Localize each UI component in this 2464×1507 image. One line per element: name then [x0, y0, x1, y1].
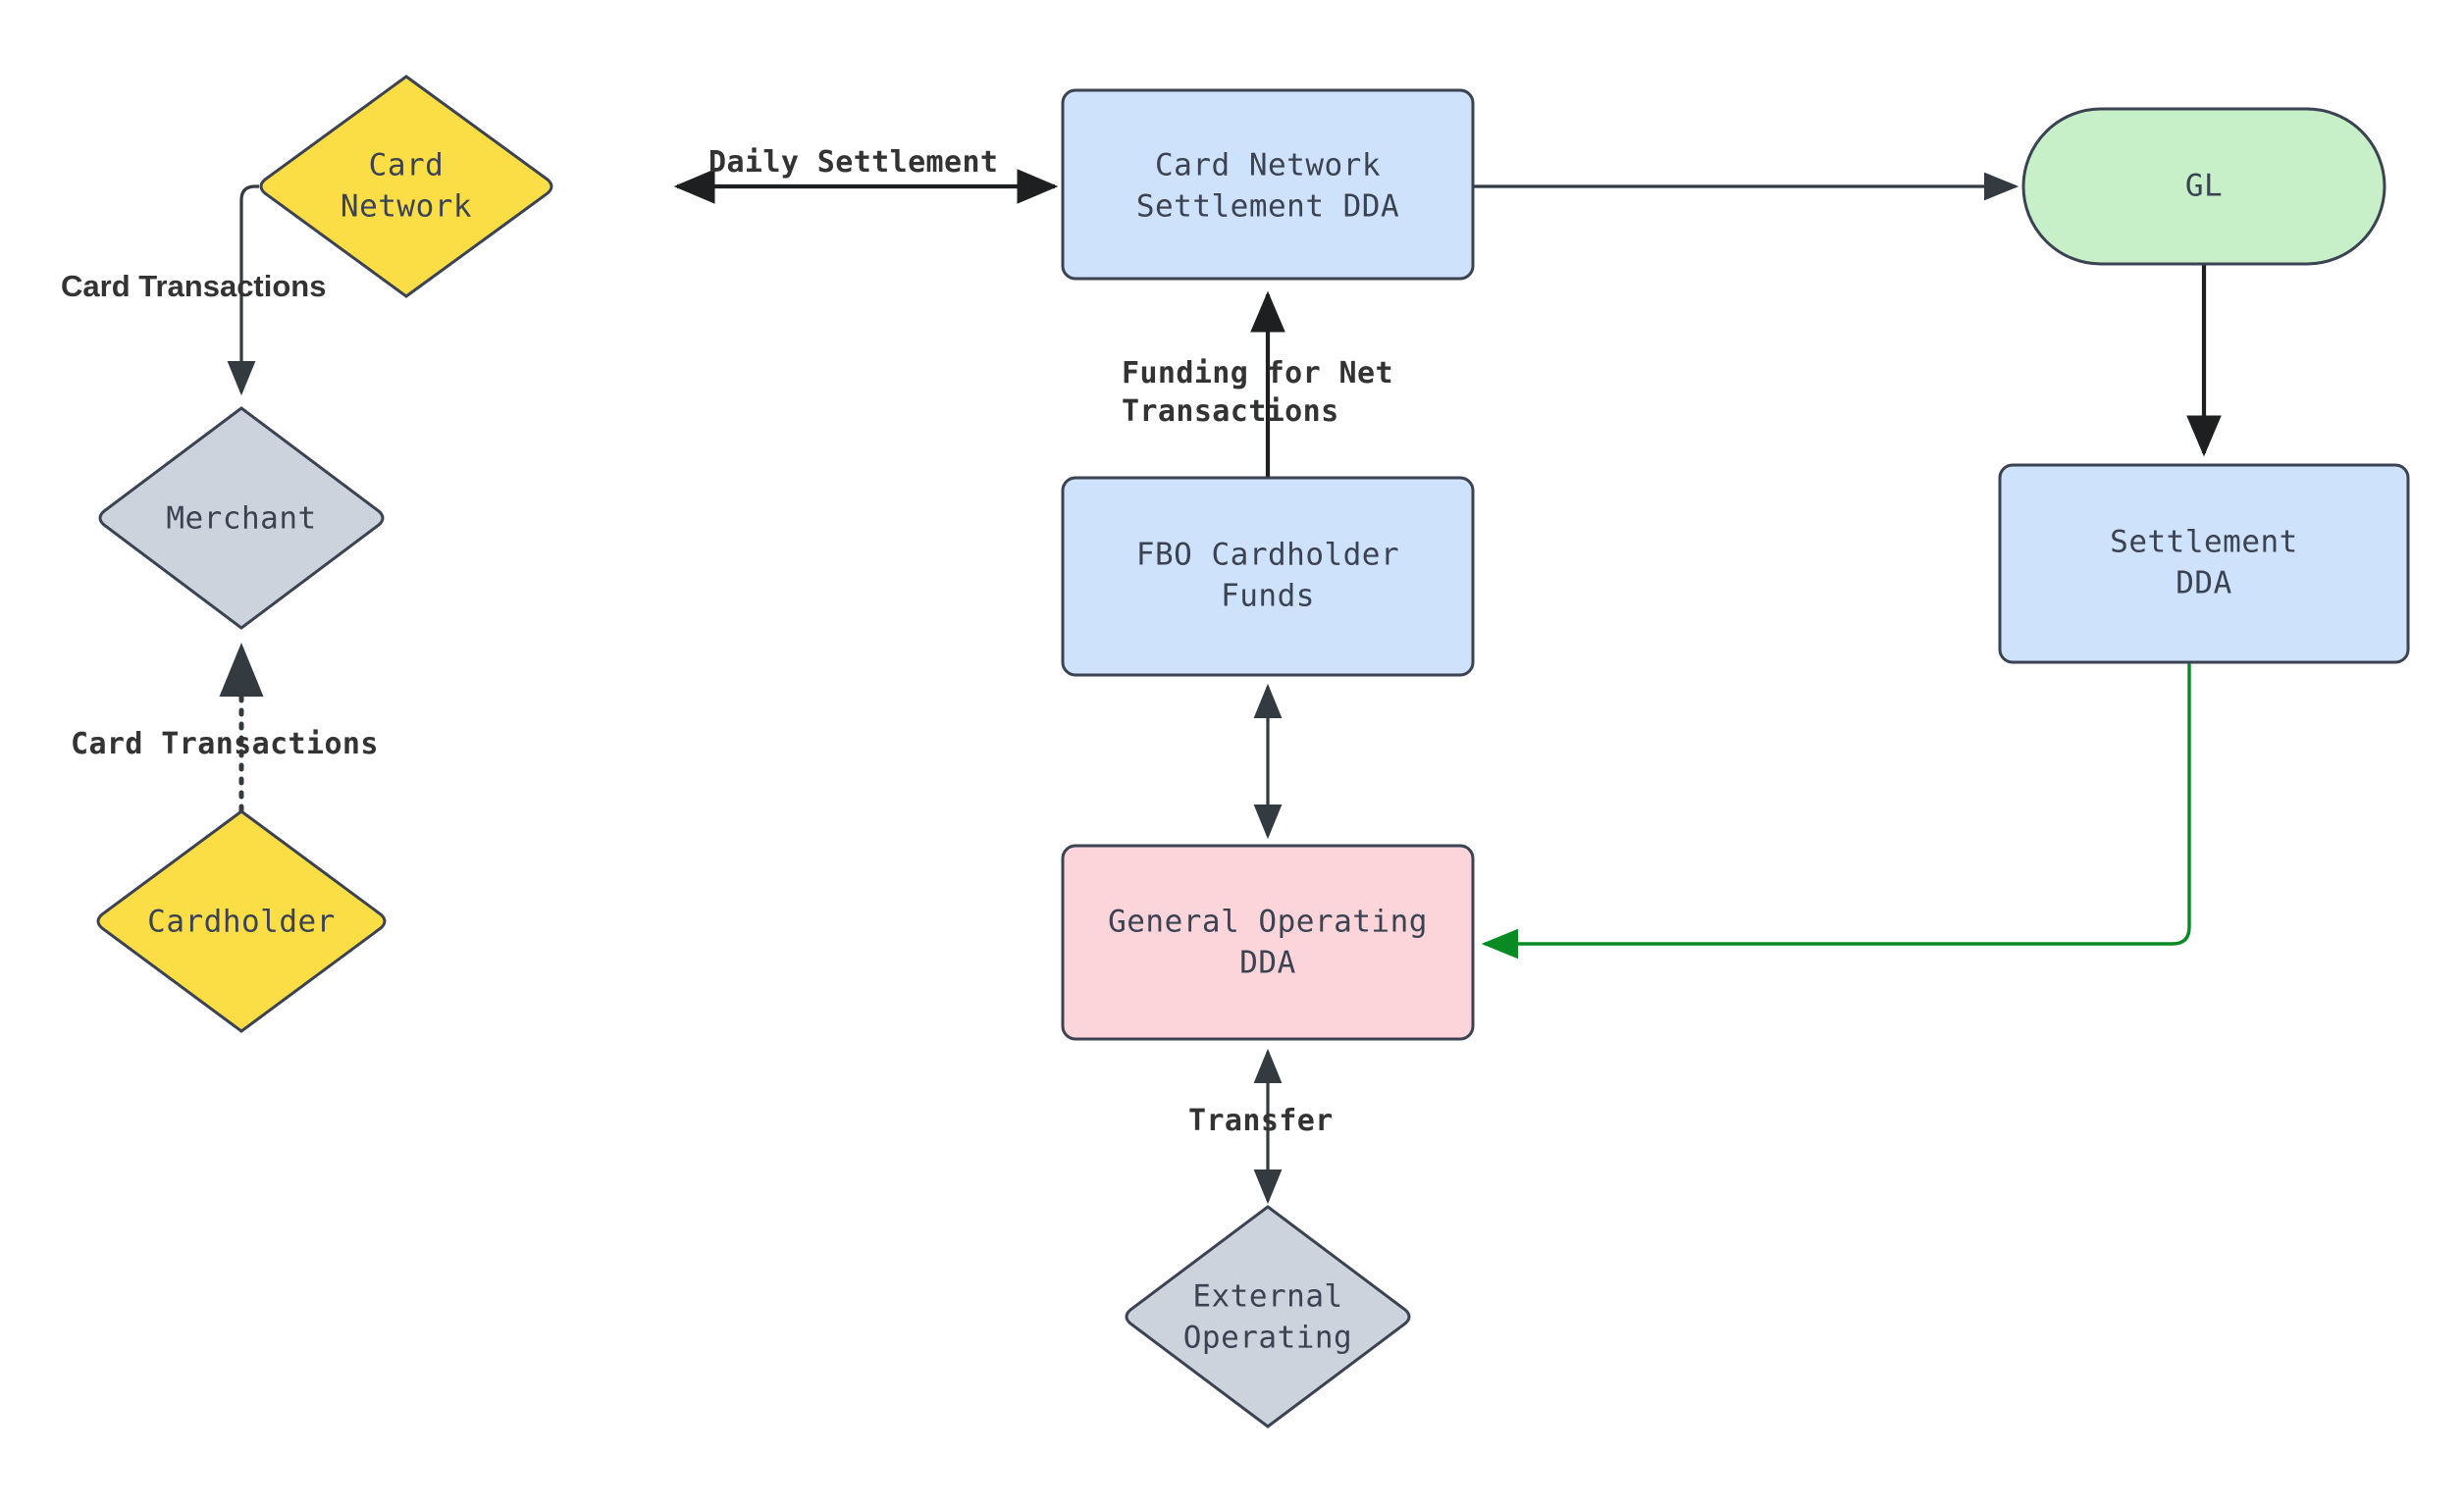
card-network-settlement-dda-label-line2: Settlement DDA [1136, 189, 1399, 225]
edge-cardholder-to-merchant: Card Transactions [71, 643, 379, 813]
edge-card-network-to-merchant: Card Transactions [61, 184, 326, 396]
fbo-cardholder-funds-box[interactable] [1061, 476, 1475, 677]
node-card-network-settlement-dda[interactable]: Card Network Settlement DDA [1061, 88, 1475, 281]
cardholder-diamond[interactable] [96, 809, 387, 1033]
gl-label: GL [2185, 169, 2223, 204]
edge-settlement-dda-to-general-operating [1481, 662, 2191, 960]
edge-path [227, 184, 259, 396]
node-fbo-cardholder-funds[interactable]: FBO Cardholder Funds [1061, 476, 1475, 677]
node-settlement-dda[interactable]: Settlement DDA [1998, 463, 2410, 664]
fbo-cardholder-funds-label-line2: Funds [1221, 579, 1315, 614]
settlement-dda-label-line1: Settlement [2110, 525, 2298, 560]
external-operating-label-line2: Operating [1183, 1321, 1352, 1356]
fbo-cardholder-funds-label-line1: FBO Cardholder [1136, 538, 1399, 573]
edge-label-funding-line1: Funding for Net [1122, 356, 1393, 390]
merchant-diamond[interactable] [98, 406, 385, 630]
node-general-operating-dda[interactable]: General Operating DDA [1061, 844, 1475, 1041]
card-network-diamond[interactable] [259, 75, 553, 298]
external-operating-label-line1: External [1192, 1279, 1342, 1315]
card-network-settlement-dda-label-line1: Card Network [1155, 148, 1381, 183]
edge-external-operating-to-general-operating: Transfer [1188, 1048, 1334, 1205]
edge-fbo-to-settlement-dda: Funding for Net Transactions [1122, 290, 1393, 478]
edge-label-card-transactions-bottom: Card Transactions [71, 727, 379, 761]
general-operating-dda-label-line1: General Operating [1108, 905, 1428, 940]
edge-card-network-to-settlement-dda: Daily Settlement [673, 145, 1059, 204]
card-network-settlement-dda-box[interactable] [1061, 88, 1475, 281]
settlement-dda-label-line2: DDA [2176, 566, 2232, 601]
merchant-label: Merchant [166, 501, 316, 537]
node-cardholder[interactable]: Cardholder [96, 809, 387, 1033]
cardholder-label: Cardholder [147, 905, 336, 940]
edge-path [1481, 662, 2191, 960]
edge-label-card-transactions-top: Card Transactions [61, 269, 326, 303]
edge-label-funding-line2: Transactions [1122, 394, 1339, 429]
external-operating-diamond[interactable] [1125, 1205, 1411, 1429]
node-card-network[interactable]: Card Network [259, 75, 553, 298]
card-network-label-line1: Card [369, 148, 445, 183]
node-gl[interactable]: GL [2021, 107, 2386, 266]
general-operating-dda-box[interactable] [1061, 844, 1475, 1041]
card-network-label-line2: Network [341, 189, 472, 225]
settlement-dda-box[interactable] [1998, 463, 2410, 664]
edge-label-transfer: Transfer [1188, 1104, 1334, 1138]
node-merchant[interactable]: Merchant [98, 406, 385, 630]
node-external-operating[interactable]: External Operating [1125, 1205, 1411, 1429]
gl-stadium[interactable] [2021, 107, 2386, 266]
edge-label-daily-settlement: Daily Settlement [708, 145, 998, 180]
general-operating-dda-label-line2: DDA [1239, 946, 1296, 981]
